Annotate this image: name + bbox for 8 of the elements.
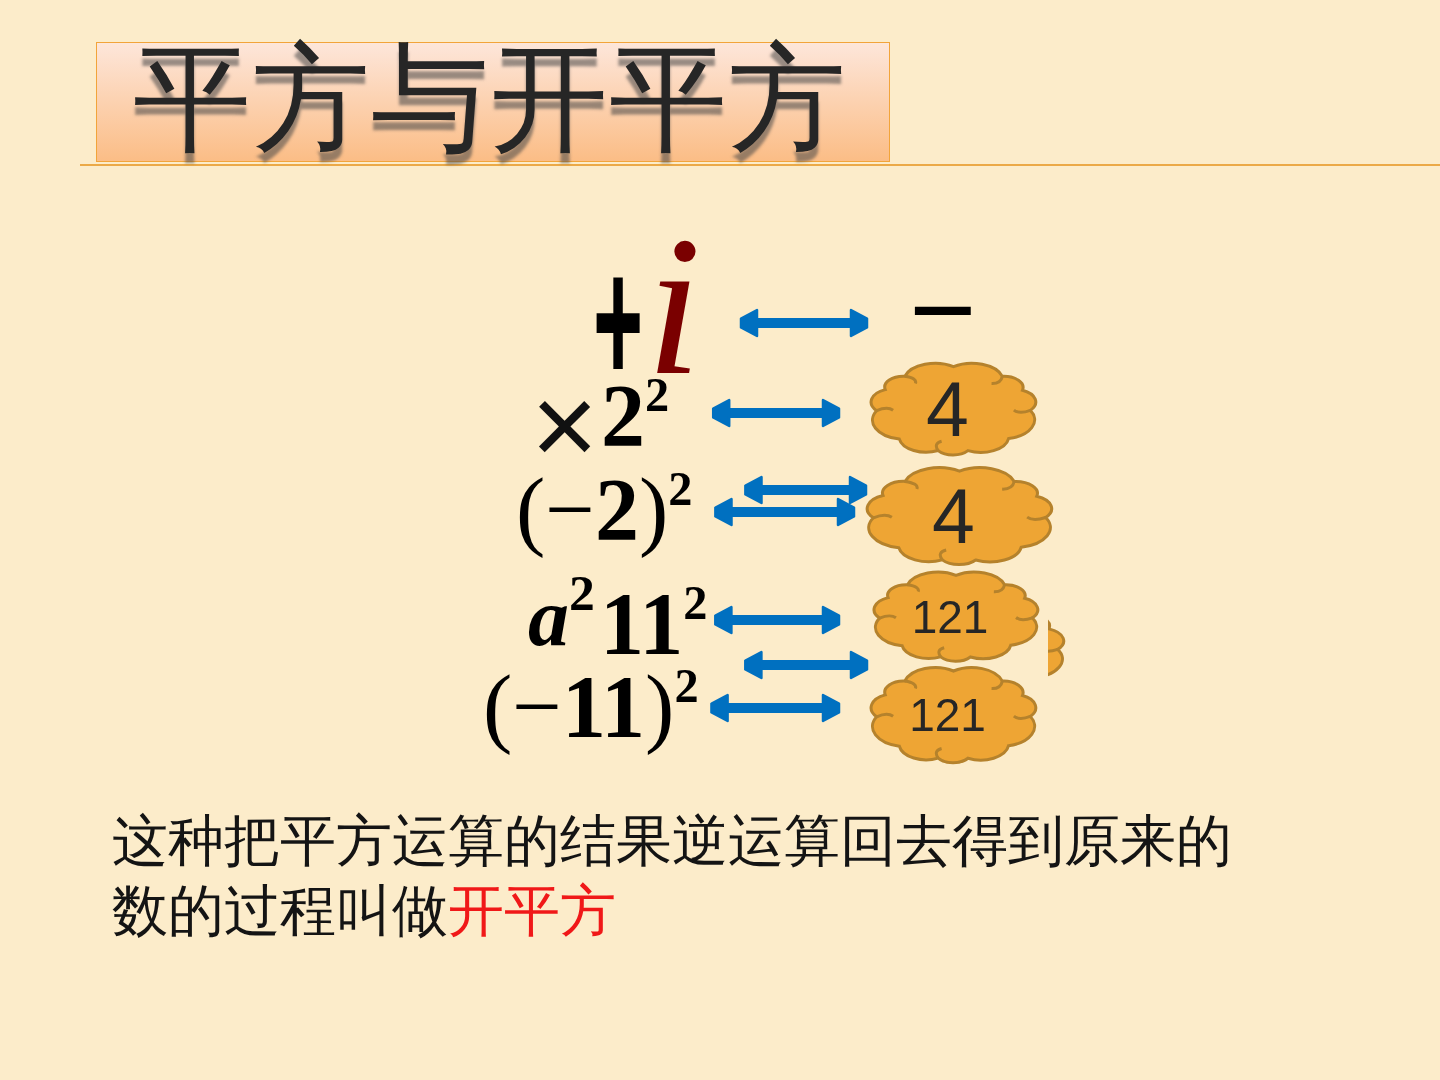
italic-letter: i <box>646 236 702 376</box>
math-expression: 11$^{2}$ <box>600 584 708 664</box>
body-text: 这种把平方运算的结果逆运算回去得到原来的数的过程叫做开平方 <box>112 807 1233 945</box>
cross-mark: × <box>531 394 599 458</box>
minus-sign: − <box>909 298 977 321</box>
math-expression: 2$^{2}$ <box>601 376 670 456</box>
math-term: a$^{2}$ <box>528 573 595 664</box>
plus-sign: + <box>592 272 643 372</box>
